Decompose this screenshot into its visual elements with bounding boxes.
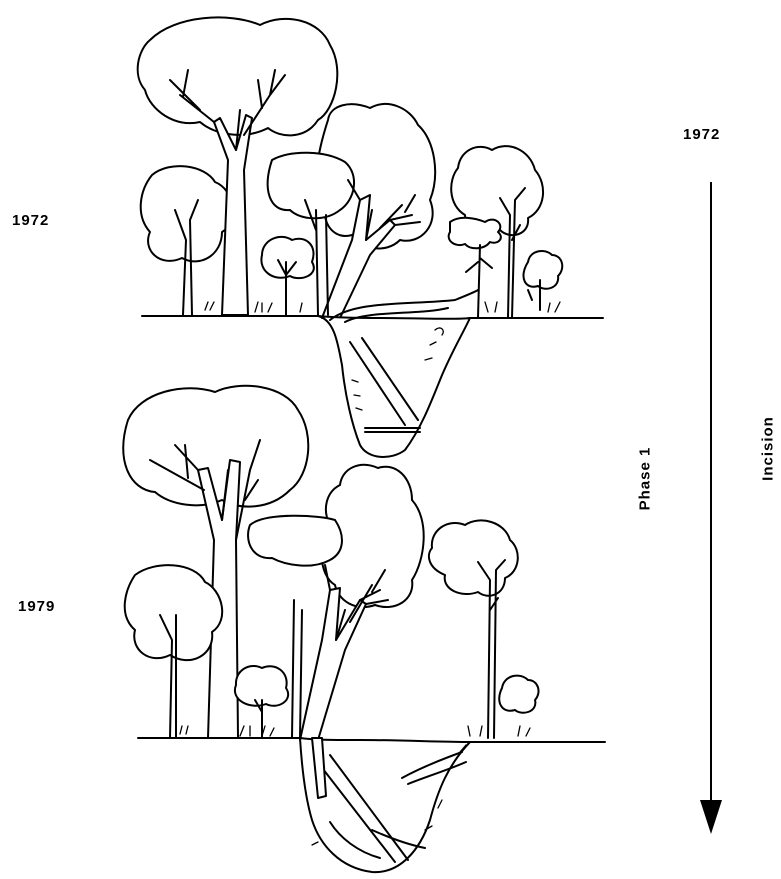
label-process: Incision (760, 399, 777, 499)
trees-right-1979 (429, 520, 539, 738)
trees-right-1972 (449, 146, 563, 318)
tree-back-left-1972 (141, 166, 233, 315)
label-year-1972: 1972 (12, 212, 49, 229)
shrubs-left-1972 (205, 237, 314, 315)
tree-back-left-1979 (125, 565, 222, 738)
ground-gully-1979 (138, 738, 605, 872)
arrowhead-icon (700, 800, 722, 834)
label-timeline-start: 1972 (683, 126, 720, 143)
timeline-arrow (700, 182, 722, 834)
label-phase: Phase 1 (637, 429, 654, 529)
scene-1979 (123, 386, 605, 872)
label-year-1979: 1979 (18, 598, 55, 615)
